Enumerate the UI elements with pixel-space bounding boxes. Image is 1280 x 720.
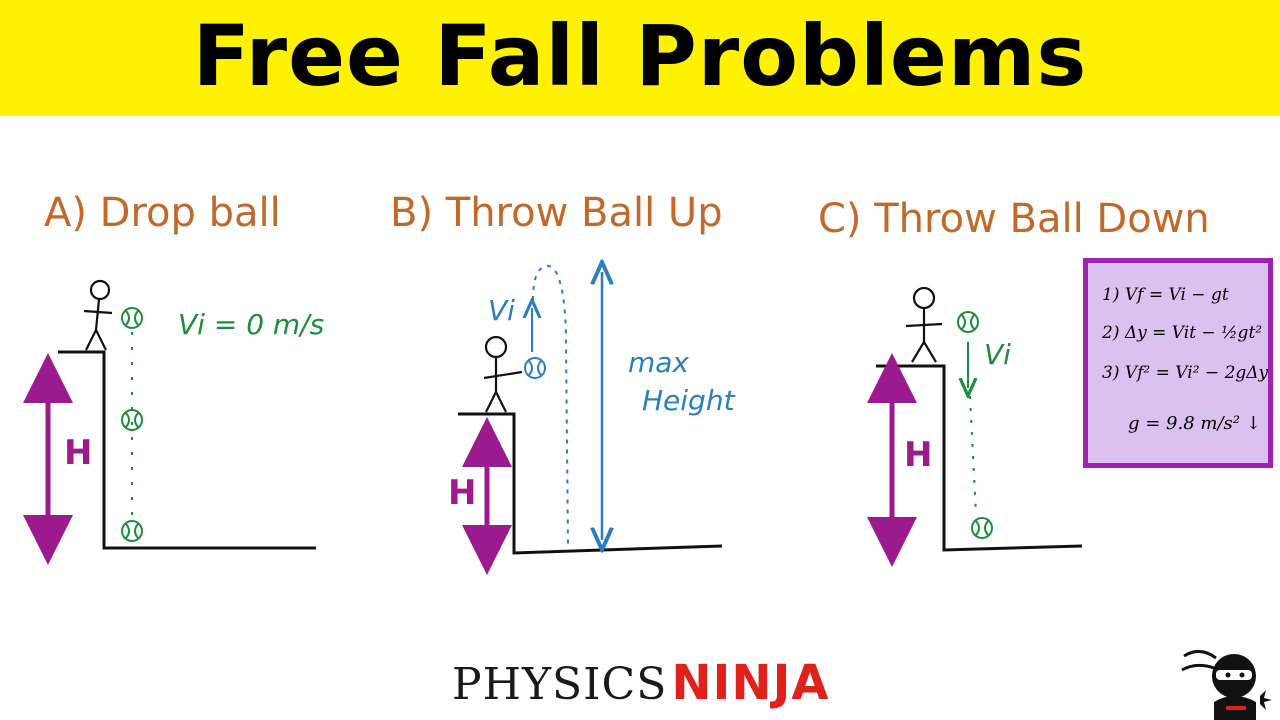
- max-height-label-line2: Height: [642, 384, 736, 417]
- heading-throw-ball-down: C) Throw Ball Down: [818, 196, 1210, 242]
- equation-1: 1) Vf = Vi − gt: [1102, 285, 1229, 305]
- equations-box: 1) Vf = Vi − gt 2) Δy = Vit − ½gt² 3) Vf…: [1083, 258, 1273, 468]
- ball-icon: [971, 517, 993, 539]
- page-title: Free Fall Problems: [192, 7, 1088, 105]
- initial-velocity-label-b: Vi: [488, 294, 515, 327]
- initial-velocity-label-a: Vi = 0 m/s: [178, 308, 324, 341]
- cliff-b: [458, 412, 723, 555]
- brand-name-physics: PHYSICS: [452, 659, 668, 710]
- brand-logo: PHYSICS NINJA: [452, 655, 830, 715]
- ball-icon: [121, 520, 143, 542]
- heading-drop-ball: A) Drop ball: [44, 190, 281, 236]
- title-banner: Free Fall Problems: [0, 0, 1280, 116]
- gravity-value: g = 9.8 m/s² ↓: [1128, 413, 1261, 434]
- brand-name-ninja: NINJA: [671, 655, 830, 711]
- stick-figure-b: [483, 335, 523, 413]
- ball-path-c: [969, 395, 977, 515]
- equation-2: 2) Δy = Vit − ½gt²: [1102, 323, 1263, 343]
- ball-icon: [524, 357, 546, 379]
- cliff-a: [58, 350, 316, 550]
- height-label-c: H: [904, 435, 932, 475]
- max-height-label-line1: max: [628, 346, 689, 379]
- ball-icon: [121, 409, 143, 431]
- scenario-c: H Vi: [867, 286, 1083, 567]
- initial-velocity-label-c: Vi: [984, 338, 1011, 371]
- ninja-mascot-icon: [1181, 650, 1272, 720]
- stick-figure-a: [83, 279, 113, 351]
- ball-icon: [957, 311, 979, 333]
- equation-3: 3) Vf² = Vi² − 2gΔy: [1102, 363, 1269, 383]
- height-label-b: H: [448, 473, 476, 513]
- height-label-a: H: [64, 433, 92, 473]
- ball-icon: [121, 307, 143, 329]
- scenario-a: H Vi = 0 m/s: [23, 279, 324, 565]
- scenario-b: Vi max Height H: [448, 264, 736, 575]
- heading-throw-ball-up: B) Throw Ball Up: [390, 190, 723, 236]
- ball-trajectory-b: [532, 264, 569, 549]
- stick-figure-c: [905, 286, 943, 363]
